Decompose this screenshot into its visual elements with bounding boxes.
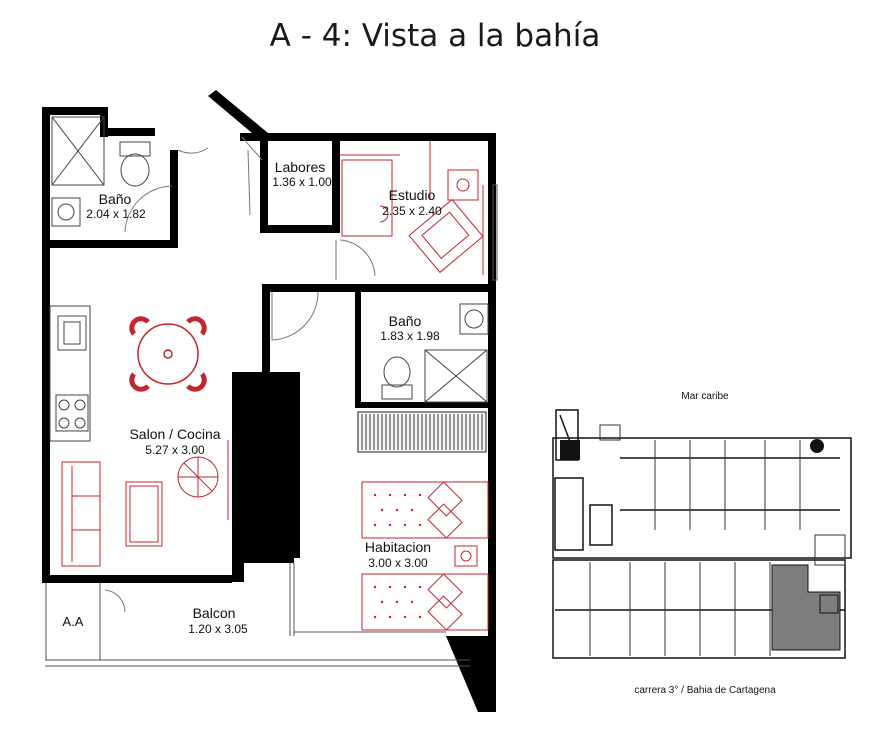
room-name-salon-cocina: Salon / Cocina [129,426,220,442]
bathroom-2-fixtures [381,303,489,403]
door-swings [104,136,376,613]
room-dims-labores: 1.36 x 1.00 [272,175,332,189]
room-dims-balcon: 1.20 x 3.05 [188,622,248,636]
dining-table-icon [129,316,207,392]
site-plan: Mar caribe carrera 3° / Bahia de Cartage… [552,391,852,696]
room-name-bano-1: Baño [99,191,132,207]
page-title: A - 4: Vista a la bahía [269,18,601,54]
bedroom-beds [361,481,489,631]
room-dims-estudio: 2.35 x 2.40 [382,204,442,218]
unit-highlight [771,564,841,651]
room-name-bano-2: Baño [389,313,422,329]
room-dims-bano-1: 2.04 x 1.82 [86,207,146,221]
aa-label: A.A [63,614,84,629]
room-name-estudio: Estudio [389,187,436,203]
unit-floor-plan: Baño 2.04 x 1.82 Labores 1.36 x 1.00 Est… [42,90,498,712]
balcony-rails [45,184,498,667]
bathroom-1-fixtures [51,116,151,227]
room-labels: Baño 2.04 x 1.82 Labores 1.36 x 1.00 Est… [63,159,442,636]
sliding-panel-hatch [357,411,487,453]
room-name-labores: Labores [275,159,326,175]
room-dims-bano-2: 1.83 x 1.98 [380,329,440,343]
study-furniture [340,141,484,275]
site-plan-top-caption: Mar caribe [681,391,729,402]
living-furniture [61,440,229,567]
site-plan-bottom-caption: carrera 3° / Bahia de Cartagena [634,685,776,696]
room-dims-salon-cocina: 5.27 x 3.00 [145,443,205,457]
room-dims-habitacion: 3.00 x 3.00 [368,556,428,570]
kitchen-counter [49,305,91,442]
room-name-habitacion: Habitacion [365,539,431,555]
room-name-balcon: Balcon [193,605,236,621]
walls [42,90,496,712]
